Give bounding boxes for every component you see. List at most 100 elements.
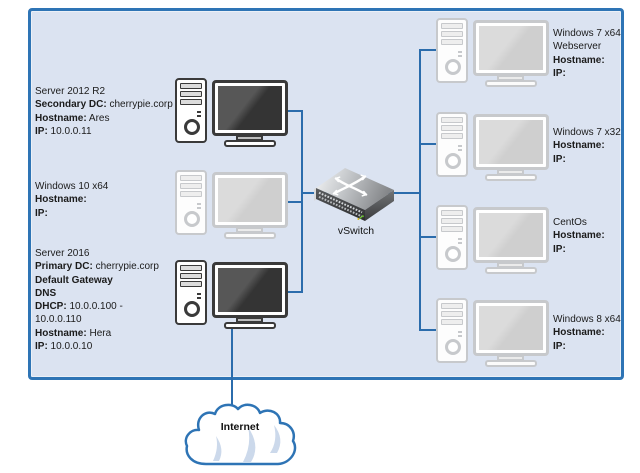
label-server-2012-r2: Server 2012 R2 Secondary DC: cherrypie.c… — [35, 85, 173, 138]
spec-line: Windows 10 x64 — [35, 181, 109, 192]
tower-led — [458, 51, 462, 53]
tower-slat — [441, 133, 463, 139]
tower-slat — [441, 210, 463, 216]
computer-tower-icon — [436, 18, 468, 83]
tower-slat — [441, 31, 463, 37]
spec-line: 10.0.0.110 — [35, 314, 82, 326]
machine-windows-7-x32 — [436, 110, 549, 182]
monitor-screen — [479, 306, 543, 350]
switch-port-row — [318, 195, 363, 218]
computer-tower-icon — [175, 78, 207, 143]
tower-led — [197, 111, 201, 113]
power-button-icon — [445, 59, 461, 75]
spec-line: Windows 7 x32 — [553, 127, 621, 138]
spec-line: Hostname: — [553, 230, 605, 242]
tower-led — [458, 242, 462, 244]
spec-line: Hostname: — [35, 194, 87, 206]
spec-line: IP: — [553, 153, 566, 165]
tower-led — [458, 331, 462, 333]
computer-tower-icon — [436, 112, 468, 177]
monitor-screen — [218, 268, 282, 312]
tower-led — [197, 115, 201, 117]
tower-slat — [180, 183, 202, 189]
spec-line: DHCP: 10.0.0.100 - — [35, 301, 123, 313]
tower-slat — [441, 125, 463, 131]
monitor-base — [224, 322, 276, 329]
switch-endcap — [314, 188, 316, 201]
switch-side-face — [365, 190, 394, 221]
spec-line: Hostname: — [553, 327, 605, 339]
spec-line: IP: — [553, 67, 566, 79]
internet-label: Internet — [220, 421, 260, 433]
spec-line: Webserver — [553, 41, 602, 53]
computer-tower-icon — [175, 260, 207, 325]
monitor-base — [224, 140, 276, 147]
tower-slat — [180, 281, 202, 287]
tower-slat — [441, 117, 463, 123]
label-centos: CentOs Hostname: IP: — [553, 216, 605, 256]
spec-line: Default Gateway — [35, 274, 113, 286]
tower-slat — [180, 91, 202, 97]
spec-line: Server 2012 R2 — [35, 86, 106, 97]
power-button-icon — [184, 301, 200, 317]
monitor-icon — [212, 172, 288, 228]
switch-led-amber — [357, 218, 360, 220]
power-button-icon — [445, 246, 461, 262]
tower-led — [197, 293, 201, 295]
label-windows-7-x32: Windows 7 x32 Hostname: IP: — [553, 126, 621, 166]
spec-line: Hostname: — [553, 54, 605, 66]
tower-slat — [441, 23, 463, 29]
monitor-screen — [479, 26, 543, 70]
spec-line: DNS — [35, 287, 57, 299]
tower-slat — [180, 83, 202, 89]
switch-crossed-arrows-icon — [332, 174, 368, 197]
monitor-icon — [212, 80, 288, 136]
cloud-swooshes — [213, 425, 281, 462]
spec-line: CentOs — [553, 217, 587, 228]
spec-line: Secondary DC: cherrypie.corp — [35, 99, 173, 111]
cloud-outline — [184, 403, 297, 466]
monitor-base — [485, 80, 537, 87]
spec-line: Hostname: Ares — [35, 112, 110, 124]
power-button-icon — [445, 339, 461, 355]
monitor-icon — [473, 114, 549, 170]
switch-led-green — [359, 216, 362, 219]
computer-tower-icon — [175, 170, 207, 235]
spec-line: IP: 10.0.0.11 — [35, 125, 92, 137]
spec-line: Hostname: — [553, 140, 605, 152]
internet-cloud-icon — [184, 403, 297, 466]
tower-slat — [180, 175, 202, 181]
machine-windows-8-x64 — [436, 296, 549, 368]
monitor-base — [485, 174, 537, 181]
machine-windows-10 — [175, 168, 288, 240]
vswitch-label: vSwitch — [337, 225, 375, 237]
machine-server-2012-r2 — [175, 76, 288, 148]
label-windows-8-x64: Windows 8 x64 Hostname: IP: — [553, 313, 621, 353]
tower-slat — [180, 99, 202, 105]
computer-tower-icon — [436, 205, 468, 270]
spec-line: Server 2016 — [35, 248, 90, 259]
monitor-base — [224, 232, 276, 239]
tower-led — [458, 149, 462, 151]
power-button-icon — [184, 119, 200, 135]
spec-line: Windows 7 x64 — [553, 28, 621, 39]
spec-line: Hostname: Hera — [35, 327, 112, 339]
monitor-screen — [218, 178, 282, 222]
tower-led — [458, 238, 462, 240]
monitor-screen — [479, 213, 543, 257]
tower-led — [197, 297, 201, 299]
monitor-icon — [473, 20, 549, 76]
label-server-2016: Server 2016 Primary DC: cherrypie.corp D… — [35, 247, 159, 353]
monitor-screen — [218, 86, 282, 130]
tower-led — [458, 55, 462, 57]
vswitch-icon — [314, 168, 394, 221]
tower-slat — [441, 311, 463, 317]
tower-slat — [441, 226, 463, 232]
tower-slat — [441, 319, 463, 325]
switch-led-green — [361, 215, 364, 218]
spec-line: IP: — [553, 340, 566, 352]
spec-line: IP: — [553, 243, 566, 255]
machine-server-2016 — [175, 258, 288, 330]
spec-line: IP: — [35, 207, 48, 219]
